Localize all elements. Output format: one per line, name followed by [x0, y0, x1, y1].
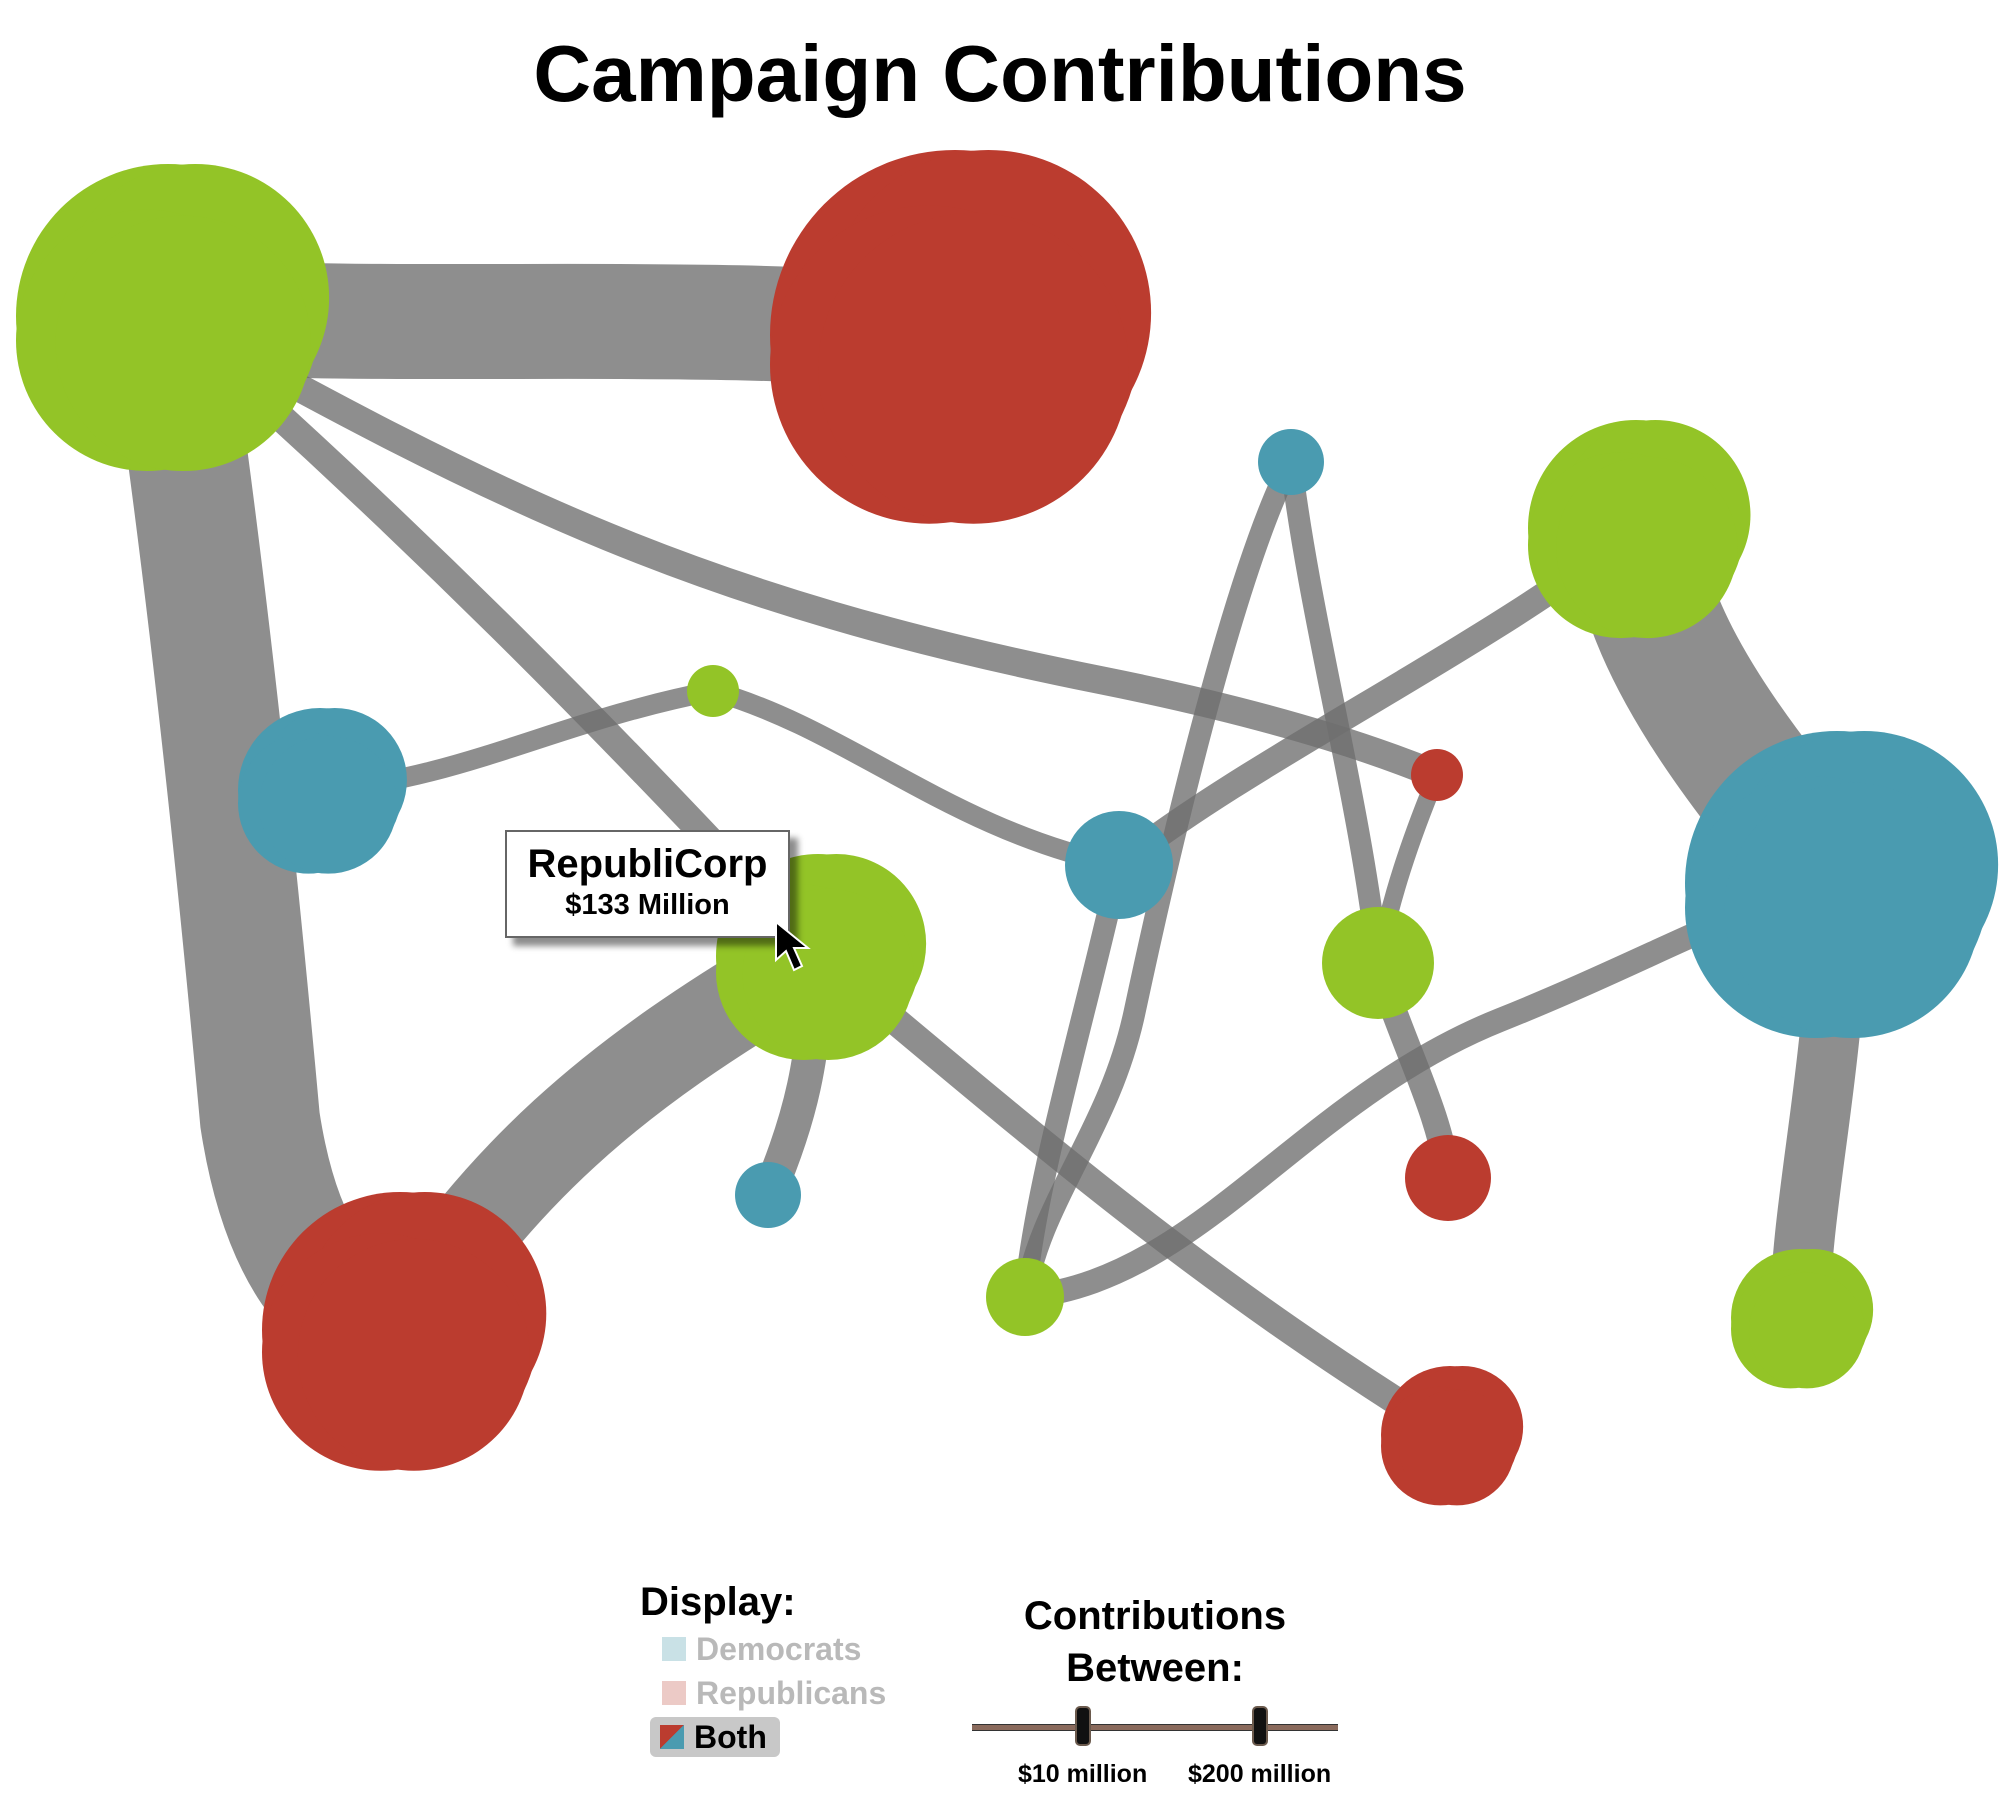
democrats-swatch-icon	[662, 1637, 686, 1661]
display-option-label: Democrats	[696, 1630, 862, 1667]
display-option-label: Both	[694, 1718, 767, 1755]
republicans-swatch-icon	[662, 1681, 686, 1705]
node-g3[interactable]	[687, 665, 739, 717]
node-g2[interactable]	[1528, 419, 1751, 639]
slider-min-label: $10 million	[1018, 1760, 1148, 1788]
slider-max-label: $200 million	[1188, 1760, 1332, 1788]
node-b1[interactable]	[1258, 429, 1324, 495]
node-tooltip: RepubliCorp $133 Million	[505, 830, 790, 938]
range-title: Contributions Between:	[970, 1590, 1340, 1694]
node-g6[interactable]	[986, 1258, 1064, 1336]
node-b5[interactable]	[735, 1162, 801, 1228]
page-title: Campaign Contributions	[533, 29, 1467, 118]
display-option-both[interactable]: Both	[650, 1717, 780, 1757]
node-r5[interactable]	[1381, 1366, 1524, 1506]
node-g1[interactable]	[16, 164, 330, 472]
contribution-range-filter: Contributions Between: $10 million $200 …	[970, 1590, 1340, 1788]
node-g5[interactable]	[1322, 907, 1434, 1019]
tooltip-name: RepubliCorp	[527, 842, 768, 886]
range-title-line1: Contributions	[1023, 1594, 1287, 1638]
contribution-link-g3-b3[interactable]	[703, 681, 1129, 875]
range-slider[interactable]: $10 million $200 million	[970, 1702, 1340, 1788]
node-r1[interactable]	[770, 149, 1152, 524]
mouse-pointer-icon	[775, 920, 811, 972]
node-g7[interactable]	[1731, 1249, 1874, 1389]
contribution-link-g4-r5[interactable]	[804, 942, 1464, 1449]
node-r3[interactable]	[1405, 1135, 1491, 1221]
node-b4[interactable]	[1685, 731, 1999, 1039]
both-swatch-icon	[660, 1725, 684, 1749]
display-option-label: Republicans	[696, 1674, 887, 1711]
display-title: Display:	[640, 1580, 796, 1624]
contribution-link-b1-g6[interactable]	[1014, 451, 1302, 1308]
network-graph[interactable]	[0, 0, 2000, 1560]
slider-max-handle[interactable]	[1254, 1708, 1266, 1744]
node-layer	[16, 149, 1999, 1506]
display-filter: Display: Democrats Republicans Both	[640, 1580, 940, 1757]
node-r2[interactable]	[1411, 749, 1463, 801]
range-title-line2: Between:	[1066, 1646, 1244, 1690]
tooltip-amount: $133 Million	[565, 889, 730, 921]
node-b3[interactable]	[1065, 811, 1173, 919]
display-option-republicans[interactable]: Republicans	[662, 1673, 940, 1713]
slider-track[interactable]	[972, 1724, 1338, 1731]
node-b2[interactable]	[238, 708, 407, 874]
display-option-democrats[interactable]: Democrats	[662, 1629, 940, 1669]
slider-min-handle[interactable]	[1077, 1708, 1089, 1744]
node-r4[interactable]	[262, 1192, 547, 1471]
contribution-link-b1-g5[interactable]	[1280, 451, 1389, 974]
